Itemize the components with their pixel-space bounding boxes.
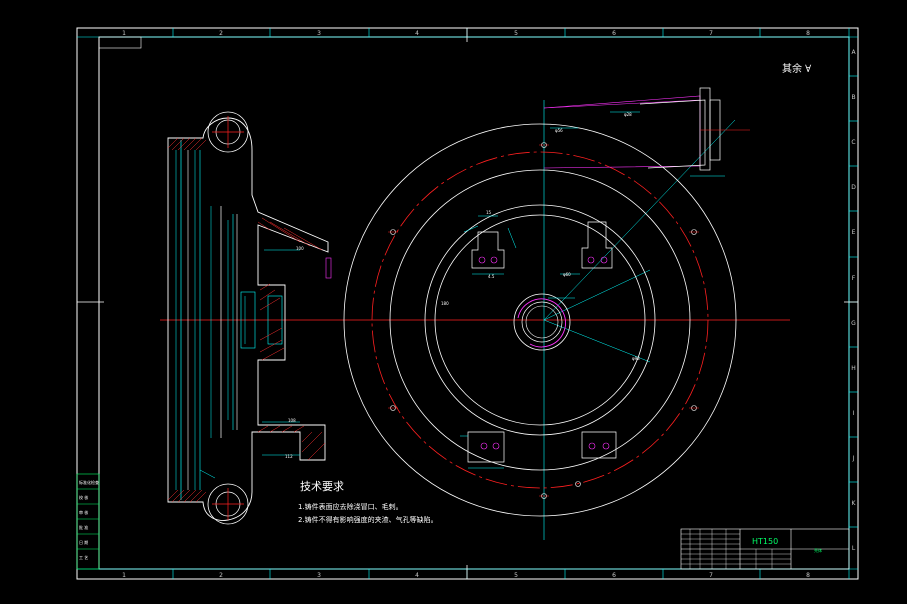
svg-text:4.5: 4.5 [488,274,495,279]
zone-label-col: 6 [612,572,616,579]
technical-requirements-title: 技术要求 [300,480,344,493]
zone-ticks [172,28,858,579]
zone-label-col: 6 [612,30,616,37]
svg-text:15: 15 [486,210,492,215]
zone-label-row: B [851,94,855,101]
title-block-part-name: 壳体 [814,547,822,553]
svg-text:112: 112 [285,454,293,459]
zone-labels-right: A B C D E F G H I J K L [851,49,856,552]
zone-label-col: 2 [219,30,223,37]
zone-label-col: 2 [219,572,223,579]
zone-label-col: 3 [317,572,321,579]
revision-block: 标准化检查 校 核 审 核 批 准 日 期 工 艺 [76,473,100,570]
zone-label-col: 1 [122,572,126,579]
technical-requirement-1: 1.铸件表面应去除浇冒口、毛刺。 [298,502,403,511]
dimension-marks: 100 108 112 φ56 φ28 φ60 180 φ98 15 4.5 [285,112,640,459]
zone-label-row: K [852,500,857,507]
zone-label-col: 8 [806,572,810,579]
zone-label-col: 1 [122,30,126,37]
title-block [680,528,850,570]
zone-labels-top: 1 2 3 4 5 6 7 8 [122,30,810,37]
roughness-note: 其余 ∀ [782,62,811,75]
title-block-material: HT150 [752,537,778,546]
section-view [160,111,345,525]
revision-row-5: 日 期 [79,539,88,545]
svg-text:100: 100 [296,246,304,251]
revision-row-3: 审 核 [79,509,88,515]
revision-row-1: 标准化检查 [79,479,99,485]
zone-label-row: H [851,365,856,372]
zone-label-col: 5 [514,30,518,37]
svg-text:108: 108 [288,418,296,423]
svg-text:180: 180 [441,301,449,306]
outer-frame [76,27,859,580]
front-view [343,87,790,540]
zone-label-row: C [851,139,855,146]
svg-text:φ56: φ56 [555,128,563,133]
zone-label-row: D [851,184,856,191]
zone-label-col: 7 [709,572,713,579]
zone-label-col: 7 [709,30,713,37]
zone-label-row: G [851,320,856,327]
zone-label-col: 5 [514,572,518,579]
revision-row-4: 批 准 [79,524,88,530]
technical-requirements: 技术要求 1.铸件表面应去除浇冒口、毛刺。 2.铸件不得有影响强度的夹渣、气孔等… [298,480,438,524]
zone-label-row: J [852,455,855,462]
inner-frame [98,36,850,570]
zone-label-col: 8 [806,30,810,37]
technical-requirement-2: 2.铸件不得有影响强度的夹渣、气孔等缺陷。 [298,515,438,524]
zone-labels-bottom: 1 2 3 4 5 6 7 8 [122,572,810,579]
revision-row-6: 工 艺 [79,555,88,560]
zone-label-row: I [853,410,855,417]
svg-text:φ28: φ28 [624,112,632,117]
svg-text:φ98: φ98 [632,356,640,361]
revision-row-2: 校 核 [79,494,88,500]
zone-label-col: 4 [415,572,419,579]
zone-label-row: E [852,229,856,236]
svg-text:φ60: φ60 [563,272,571,277]
zone-label-col: 4 [415,30,419,37]
zone-label-col: 3 [317,30,321,37]
zone-label-row: F [852,275,856,282]
zone-label-row: A [851,49,856,56]
zone-label-row: L [852,545,856,552]
